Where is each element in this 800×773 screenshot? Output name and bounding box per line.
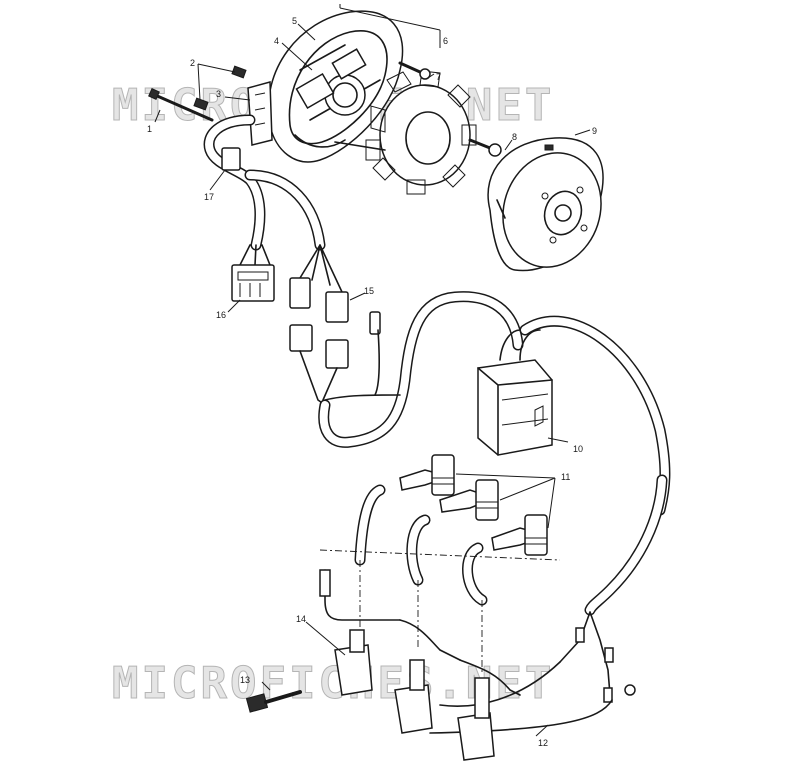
callout-15: 15 xyxy=(364,286,374,296)
screw-2 xyxy=(193,65,247,111)
callout-4: 4 xyxy=(274,36,279,46)
screw-7 xyxy=(398,61,431,80)
ignition-coil-3 xyxy=(457,659,521,761)
callout-3: 3 xyxy=(216,89,221,99)
bracket-3 xyxy=(247,81,273,146)
bolt-13 xyxy=(245,690,302,713)
callout-16: 16 xyxy=(216,310,226,320)
callout-7: 7 xyxy=(436,72,441,82)
ignition-coil-2 xyxy=(394,619,461,734)
ignition-coil-1 xyxy=(319,569,401,696)
ht-leads xyxy=(319,484,561,675)
callout-17: 17 xyxy=(204,192,214,202)
callout-9: 9 xyxy=(592,126,597,136)
connector-15 xyxy=(289,244,381,406)
callout-5: 5 xyxy=(292,16,297,26)
main-harness-loop xyxy=(318,291,524,448)
screw-8 xyxy=(468,138,502,157)
flywheel xyxy=(487,137,604,272)
callout-8: 8 xyxy=(512,132,517,142)
callout-1: 1 xyxy=(147,124,152,134)
spark-plug-cap-3 xyxy=(491,514,548,556)
ground-wire-12 xyxy=(429,315,671,734)
spark-plug-cap-2 xyxy=(439,479,499,521)
stator-harness xyxy=(203,114,326,251)
leader-lines xyxy=(154,4,591,737)
callout-13: 13 xyxy=(240,675,250,685)
stator-plate xyxy=(267,10,404,163)
stator-coil-assembly xyxy=(334,70,477,195)
callout-2: 2 xyxy=(190,58,195,68)
callout-11: 11 xyxy=(561,472,570,482)
screw-1 xyxy=(148,88,214,122)
callout-6: 6 xyxy=(443,36,448,46)
connector-16 xyxy=(231,244,275,302)
callout-10: 10 xyxy=(573,444,583,454)
callout-12: 12 xyxy=(538,738,548,748)
spark-plug-cap-1 xyxy=(399,454,455,496)
callout-14: 14 xyxy=(296,614,306,624)
cdi-box xyxy=(477,329,553,456)
